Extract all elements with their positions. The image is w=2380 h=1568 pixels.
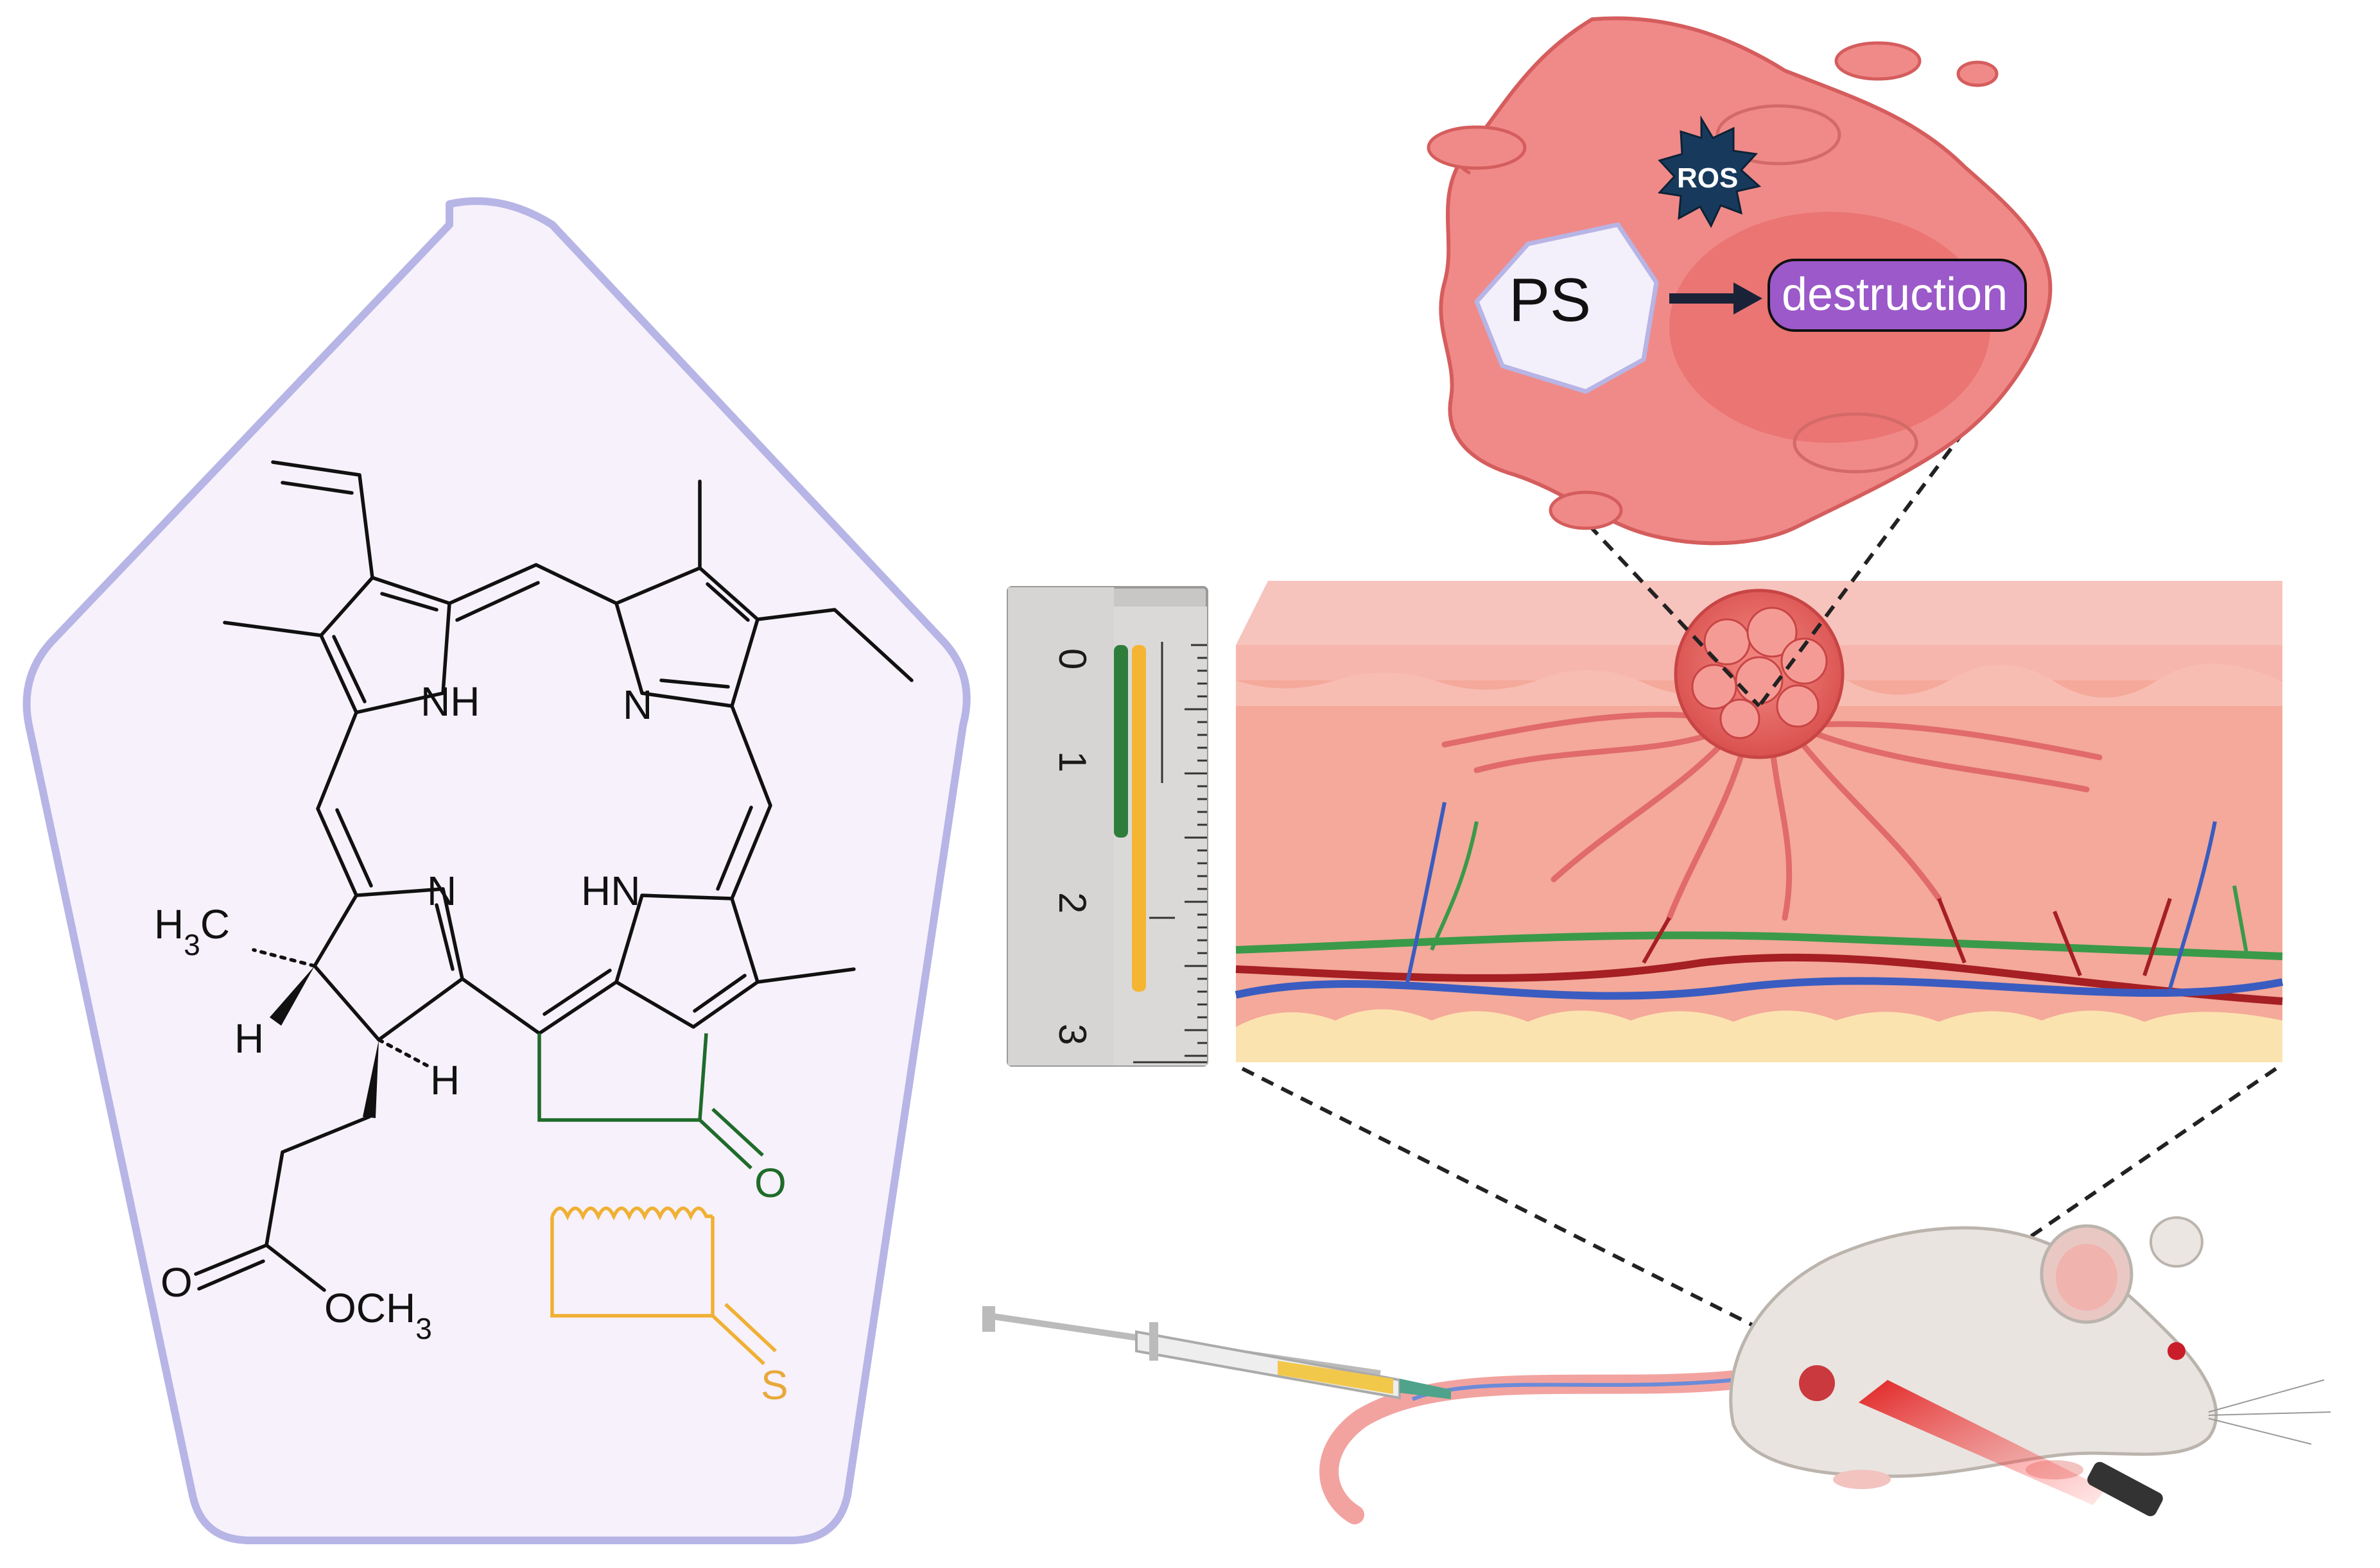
chlorin-structure: NH N N HN H3C H H O OCH3 O S — [154, 460, 914, 1408]
mouse-scene — [982, 1216, 2331, 1524]
atom-h-left: H — [234, 1015, 264, 1062]
laser-beam — [1859, 1380, 2106, 1505]
atom-h-right: H — [430, 1057, 460, 1103]
molecule-panel: NH N N HN H3C H H O OCH3 O S — [22, 197, 971, 1544]
ruler-tick-3: 3 — [1051, 1024, 1094, 1045]
ruler-tick-0: 0 — [1051, 648, 1094, 669]
skin-section — [1235, 581, 2284, 1062]
destruction-badge — [1768, 259, 2027, 332]
yellow-depth-bar — [1132, 645, 1146, 992]
ros-burst — [1657, 115, 1762, 228]
ros-label: ROS — [1677, 162, 1738, 194]
green-depth-bar — [1114, 645, 1128, 838]
atom-n-top: N — [623, 682, 652, 728]
ps-blob — [1474, 222, 1659, 394]
atom-ester-och3: OCH3 — [324, 1285, 432, 1345]
atom-ester-o: O — [161, 1259, 193, 1305]
atom-nh-top: NH — [421, 678, 480, 725]
arrow-icon — [1669, 282, 1762, 314]
ruler: 0 1 2 3 — [1007, 586, 1208, 1067]
atom-thione-s: S — [761, 1362, 788, 1408]
ruler-tick-1: 1 — [1051, 751, 1094, 772]
atom-h3c: H3C — [154, 901, 230, 961]
syringe-icon — [982, 1306, 1451, 1400]
atom-hn-bottom: HN — [581, 868, 640, 914]
laser-pointer — [2087, 1461, 2163, 1517]
cancer-cell: PS ROS destruction — [1427, 16, 2053, 546]
destruction-label: destruction — [1782, 269, 2008, 320]
ruler-tick-2: 2 — [1051, 892, 1094, 913]
atom-ketone-o: O — [754, 1160, 786, 1206]
pentagon-frame — [22, 197, 971, 1544]
ps-label: PS — [1509, 266, 1591, 334]
atom-n-bottom: N — [427, 868, 456, 914]
